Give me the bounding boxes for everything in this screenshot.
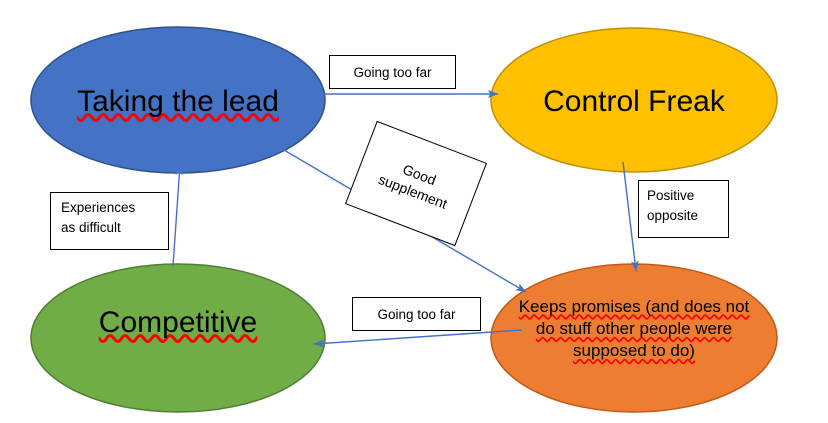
label-positive-opposite[interactable]: Positive opposite [638, 180, 729, 238]
node-ellipse-competitive[interactable] [30, 263, 326, 413]
edge-competitive-to-lead[interactable] [172, 164, 184, 267]
edge-keeps-to-competitive[interactable] [313, 329, 523, 348]
label-experiences-as-difficult[interactable]: Experiences as difficult [50, 192, 169, 250]
edge-control-to-keeps[interactable] [622, 161, 639, 272]
label-going-too-far-bottom[interactable]: Going too far [352, 297, 481, 331]
node-ellipse-control-freak[interactable] [490, 27, 778, 173]
label-going-too-far-top[interactable]: Going too far [329, 55, 456, 89]
